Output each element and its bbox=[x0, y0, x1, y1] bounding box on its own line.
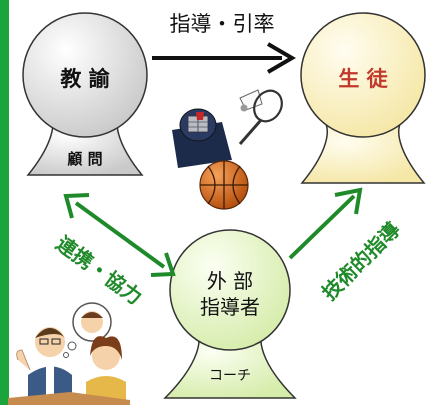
arrow-teacher-to-student bbox=[152, 42, 296, 74]
arrow-teacher-coach bbox=[63, 193, 176, 277]
arrow-label-teacher-to-student: 指導・引率 bbox=[170, 12, 275, 36]
teacher-node: 教 諭 顧 問 bbox=[22, 12, 148, 176]
student-title: 生 徒 bbox=[338, 67, 388, 91]
teacher-role: 顧 問 bbox=[67, 150, 102, 168]
left-border bbox=[0, 0, 9, 405]
coach-node: 外 部 指導者 コーチ bbox=[163, 229, 297, 399]
arrow-label-coach-to-student: 技術的指導 bbox=[317, 217, 405, 305]
arrow-coach-to-student bbox=[288, 187, 363, 260]
basketball-icon bbox=[199, 160, 249, 210]
meeting-people-illustration bbox=[8, 302, 130, 405]
teacher-title: 教 諭 bbox=[60, 67, 110, 91]
student-node: 生 徒 bbox=[300, 12, 426, 184]
coach-title-line2: 指導者 bbox=[200, 295, 260, 319]
badminton-racket-icon bbox=[238, 89, 283, 145]
kendo-mask-icon bbox=[172, 108, 232, 168]
coach-title-line1: 外 部 bbox=[207, 269, 253, 293]
shuttlecock-icon bbox=[239, 89, 263, 112]
coach-role: コーチ bbox=[209, 368, 251, 384]
